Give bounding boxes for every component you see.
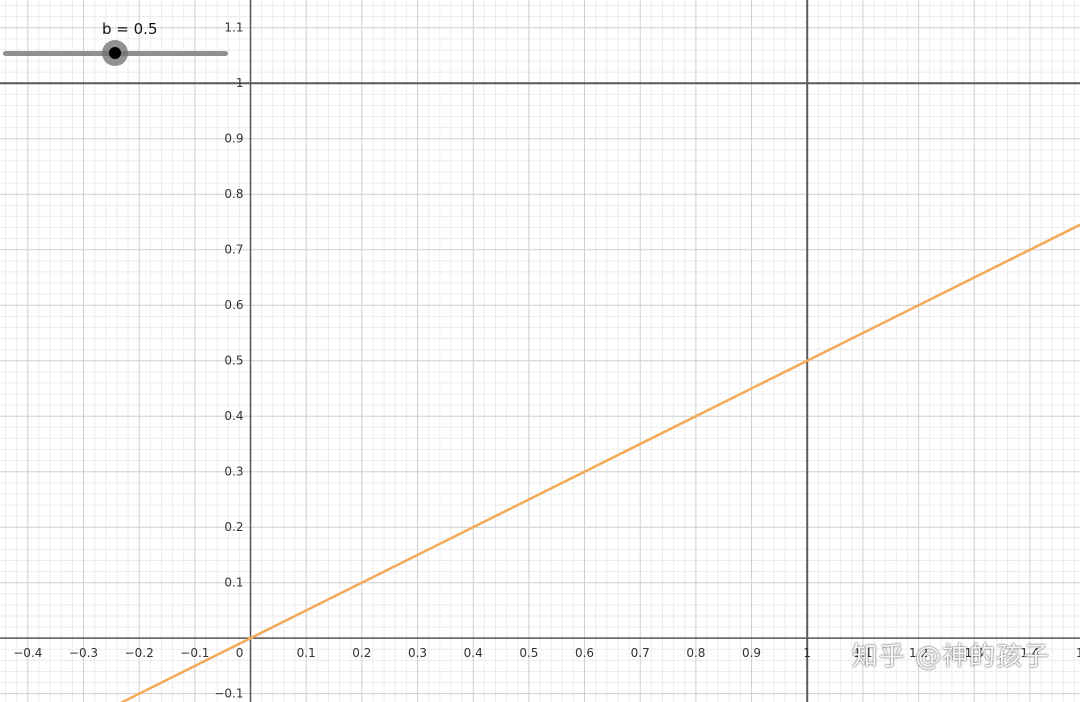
y-tick-label: 0.5: [224, 354, 243, 368]
x-tick-label: 1: [803, 646, 811, 660]
x-tick-label: 0.8: [686, 646, 705, 660]
y-tick-label: 0.8: [224, 187, 243, 201]
x-tick-label: 0.1: [297, 646, 316, 660]
x-tick-label: 1.2: [909, 646, 928, 660]
x-tick-label: −0.2: [125, 646, 154, 660]
x-tick-label: 0: [236, 646, 244, 660]
y-tick-label: −0.1: [214, 687, 243, 701]
x-tick-label: −0.4: [13, 646, 42, 660]
x-tick-label: −0.3: [69, 646, 98, 660]
y-tick-label: 0.7: [224, 243, 243, 257]
x-tick-label: 0.2: [352, 646, 371, 660]
x-tick-label: 1.5: [1076, 646, 1080, 660]
x-tick-label: 0.3: [408, 646, 427, 660]
y-tick-label: 0.4: [224, 409, 243, 423]
x-tick-label: 0.9: [742, 646, 761, 660]
x-tick-label: 0.4: [464, 646, 483, 660]
y-tick-label: 0.1: [224, 576, 243, 590]
y-tick-label: 1: [236, 76, 244, 90]
x-tick-label: 0.7: [631, 646, 650, 660]
y-tick-label: 0.6: [224, 298, 243, 312]
x-tick-label: 1.4: [1020, 646, 1039, 660]
y-tick-label: 1.1: [224, 21, 243, 35]
x-tick-label: −0.1: [180, 646, 209, 660]
x-tick-label: 0.6: [575, 646, 594, 660]
slider-label: b = 0.5: [102, 20, 158, 38]
watermark: 知乎 @神的孩子: [851, 642, 1050, 672]
series-layer: [119, 223, 1080, 702]
y-tick-label: 0.2: [224, 520, 243, 534]
slider-knob[interactable]: [102, 40, 128, 66]
x-tick-label: 0.5: [519, 646, 538, 660]
y-tick-label: 0.3: [224, 465, 243, 479]
series-line: [119, 223, 1080, 702]
x-tick-label: 1.1: [853, 646, 872, 660]
x-tick-label: 1.3: [965, 646, 984, 660]
x-tick-labels: −0.4 −0.3 −0.2 −0.1 0 0.1 0.2 0.3 0.4 0.5 0.6 0.7 0.…: [13, 646, 1080, 660]
y-tick-label: 0.9: [224, 132, 243, 146]
y-tick-labels: −0.1 0.1 0.2 0.3 0.4 0.5 0.6 0.7 0.8 0.9 1 1.1: [214, 21, 243, 701]
